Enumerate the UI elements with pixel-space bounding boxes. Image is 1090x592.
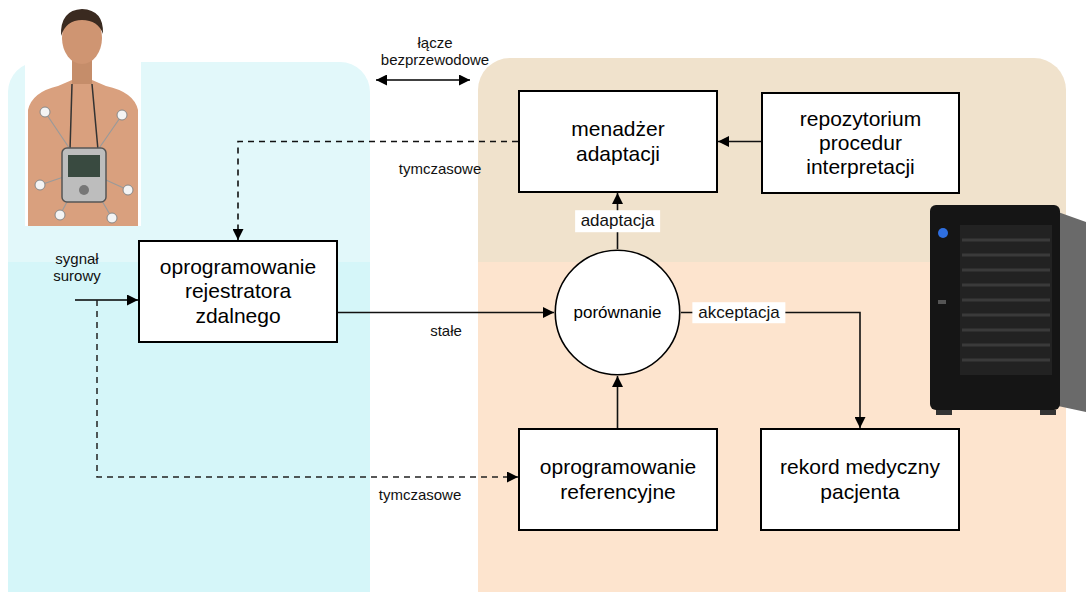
lanyard <box>70 84 98 150</box>
link-label: łącze bezprzewodowe <box>365 34 505 69</box>
node-text: porównanie <box>574 303 662 323</box>
grill-lines <box>962 240 1050 360</box>
server-illustration <box>930 205 1086 415</box>
process-box: oprogramowanie rejestratora zdalnego <box>138 240 338 343</box>
raw-signal-temporary-arrow <box>97 300 518 477</box>
flow-arrow <box>681 313 860 429</box>
electrodes <box>35 107 133 223</box>
node-text: repozytorium procedur interpretacji <box>772 107 949 179</box>
hair <box>61 9 103 36</box>
region-fill <box>8 62 370 262</box>
lead-wire <box>40 112 128 218</box>
temporary-flow-arrow <box>238 142 518 241</box>
flow-arrow <box>338 312 554 314</box>
flow-arrow <box>718 141 761 143</box>
process-box: repozytorium procedur interpretacji <box>761 92 960 194</box>
circle-outline <box>554 249 681 376</box>
flow-arrow <box>617 376 619 428</box>
edge-label: stałe <box>424 321 468 340</box>
server-foot <box>936 410 952 415</box>
process-box: oprogramowanie referencyjne <box>518 428 718 531</box>
patient-illustration <box>25 0 141 226</box>
edge-label: tymczasowe <box>393 159 488 178</box>
wireless-link-arrow <box>376 79 470 81</box>
torso <box>28 80 138 226</box>
server-grill <box>960 225 1052 375</box>
usb-port <box>938 300 946 304</box>
photo-ground <box>25 0 141 226</box>
comparison-circle: porównanie <box>554 249 681 376</box>
edge-label: akceptacja <box>692 302 785 324</box>
recorder-screen <box>68 155 100 177</box>
recorder-button <box>79 185 89 195</box>
flow-label: tymczasowe <box>360 486 480 503</box>
process-box: rekord medyczny pacjenta <box>760 428 960 531</box>
region-fill <box>8 262 370 592</box>
raw-signal-arrow <box>75 299 138 301</box>
server-front <box>930 205 1060 410</box>
server-side <box>1058 212 1086 412</box>
power-light <box>938 228 948 238</box>
node-text: menadżer adaptacji <box>529 117 707 165</box>
server-foot <box>1040 410 1056 415</box>
edge-label: adaptacja <box>575 210 661 232</box>
node-text: rekord medyczny pacjenta <box>771 455 949 503</box>
signal-label: sygnał surowy <box>44 250 110 285</box>
node-text: oprogramowanie referencyjne <box>529 455 707 503</box>
holter-recorder <box>62 148 106 202</box>
process-box: menadżer adaptacji <box>518 90 718 193</box>
node-text: oprogramowanie rejestratora zdalnego <box>149 255 327 327</box>
server-region <box>478 58 1066 592</box>
flow-arrow <box>617 193 619 249</box>
